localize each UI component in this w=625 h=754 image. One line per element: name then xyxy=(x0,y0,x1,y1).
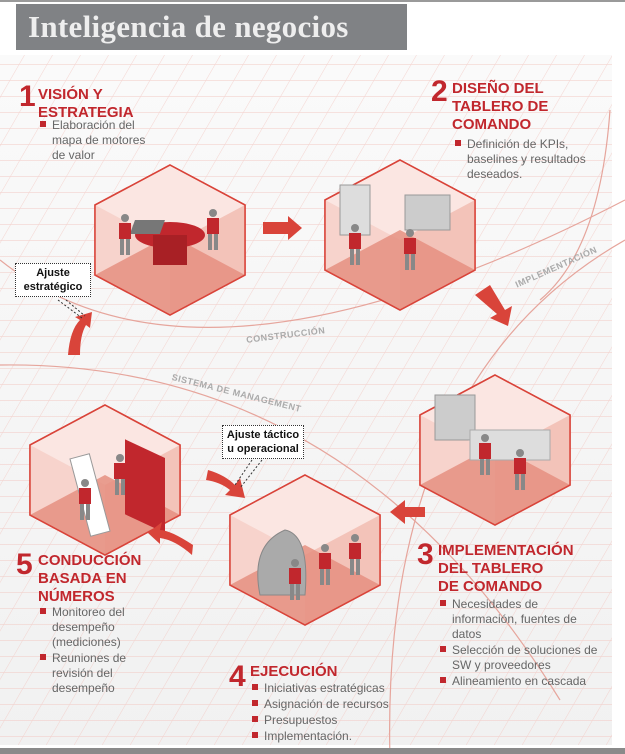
bullet-item: Alineamiento en cascada xyxy=(440,674,600,689)
arrow-3-to-4 xyxy=(390,500,425,524)
callout-line: estratégico xyxy=(23,281,83,293)
page-title: Inteligencia de negocios xyxy=(16,4,407,50)
step-bullets-2: Definición de KPIs, baselines y resultad… xyxy=(455,137,605,183)
cube-numbers xyxy=(29,404,181,556)
bullet-item: Monitoreo del desempeño (mediciones) xyxy=(40,605,135,650)
step-bullets-3: Necesidades de información, fuentes de d… xyxy=(440,597,600,690)
step-number-4: 4 xyxy=(229,660,246,693)
step-number-2: 2 xyxy=(431,75,448,108)
callout-strategic-adjustment: Ajuste estratégico xyxy=(15,263,91,297)
bullet-item: Iniciativas estratégicas xyxy=(252,681,412,696)
cube-implementation xyxy=(419,374,571,526)
step-number-1: 1 xyxy=(19,80,36,113)
management-arc xyxy=(0,364,561,701)
step-title-3: IMPLEMENTACIÓN DEL TABLERO DE COMANDO xyxy=(438,542,574,596)
step-title-1: VISIÓN Y ESTRATEGIA xyxy=(38,86,134,122)
title-line: NÚMEROS xyxy=(38,588,115,605)
arrow-5-to-1 xyxy=(68,312,92,355)
title-line: IMPLEMENTACIÓN xyxy=(438,542,574,559)
bullet-item: Elaboración del mapa de motores de valor xyxy=(40,118,160,163)
title-line: DISEÑO DEL xyxy=(452,80,544,97)
callout-line: Ajuste táctico xyxy=(226,429,300,441)
construction-arc xyxy=(0,199,625,328)
bottom-rule xyxy=(0,748,625,754)
title-line: VISIÓN Y xyxy=(38,86,103,103)
step-title-2: DISEÑO DEL TABLERO DE COMANDO xyxy=(452,80,548,134)
step-number-5: 5 xyxy=(16,548,33,581)
cube-vision xyxy=(94,164,246,316)
step-bullets-5: Monitoreo del desempeño (mediciones) Reu… xyxy=(40,605,135,697)
bullet-item: Definición de KPIs, baselines y resultad… xyxy=(455,137,605,182)
flow-arrows xyxy=(68,216,512,555)
bullet-item: Selección de soluciones de SW y proveedo… xyxy=(440,643,600,673)
callout-tactical-adjustment: Ajuste táctico u operacional xyxy=(222,425,304,459)
step-number-3: 3 xyxy=(417,538,434,571)
step-bullets-1: Elaboración del mapa de motores de valor xyxy=(40,118,160,164)
arrow-2-to-3 xyxy=(475,285,512,326)
bullet-item: Implementación. xyxy=(252,729,412,744)
top-rule xyxy=(0,0,625,2)
bullet-item: Presupuestos xyxy=(252,713,412,728)
step-title-4: EJECUCIÓN xyxy=(250,663,338,681)
title-line: DEL TABLERO xyxy=(438,560,544,577)
cube-dashboard-design xyxy=(324,159,476,311)
title-line: EJECUCIÓN xyxy=(250,663,338,680)
bullet-item: Reuniones de revisión del desempeño xyxy=(40,651,135,696)
cube-execution xyxy=(229,474,381,626)
arrow-tactical xyxy=(206,470,245,498)
title-line: BASADA EN xyxy=(38,570,127,587)
bullet-item: Asignación de recursos xyxy=(252,697,412,712)
title-line: CONDUCCIÓN xyxy=(38,552,142,569)
step-title-5: CONDUCCIÓN BASADA EN NÚMEROS xyxy=(38,552,141,606)
bullet-item: Necesidades de información, fuentes de d… xyxy=(440,597,600,642)
step-bullets-4: Iniciativas estratégicas Asignación de r… xyxy=(252,681,412,745)
title-line: COMANDO xyxy=(452,116,532,133)
title-line: ESTRATEGIA xyxy=(38,104,134,121)
arrow-4-to-5 xyxy=(148,522,193,555)
arrow-1-to-2 xyxy=(263,216,302,240)
callout-line: u operacional xyxy=(227,443,299,455)
callout-line: Ajuste xyxy=(36,267,70,279)
title-line: DE COMANDO xyxy=(438,578,543,595)
title-line: TABLERO DE xyxy=(452,98,549,115)
